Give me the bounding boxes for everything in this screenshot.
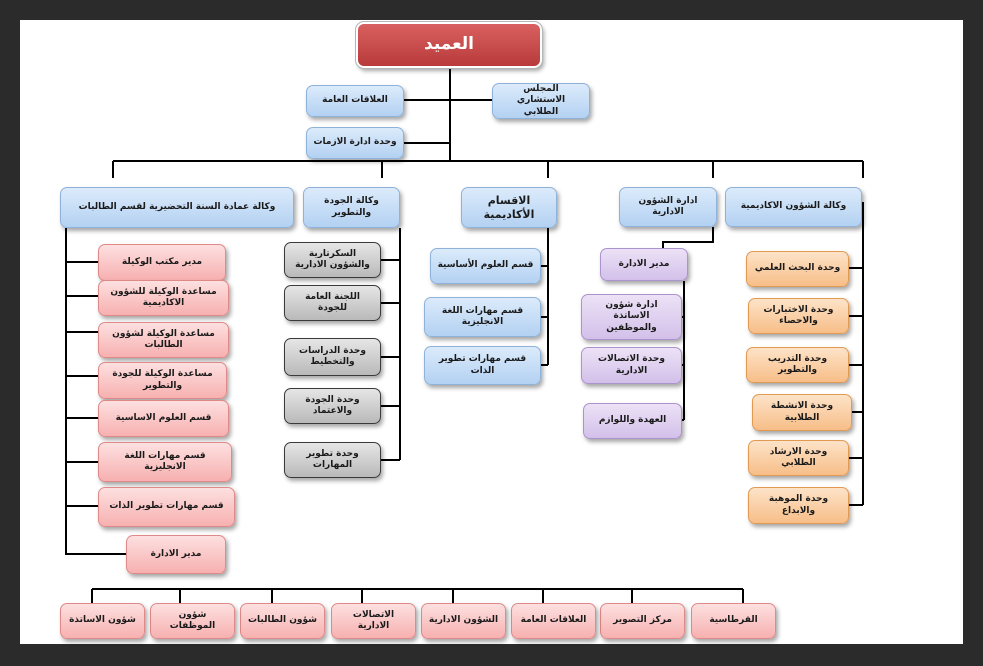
department-box: قسم العلوم الأساسية <box>430 248 541 284</box>
admin-affairs-box: ادارة الشؤون الادارية <box>619 187 717 227</box>
prep-unit-box: مدير مكتب الوكيلة <box>98 244 226 281</box>
admin-manager-box: مدير الادارة <box>600 248 688 281</box>
academic-unit-box: وحدة الانشطة الطلابية <box>752 394 852 431</box>
prep-unit-box: قسم مهارات تطوير الذات <box>98 487 235 527</box>
quality-unit-box: السكرتارية والشؤون الادارية <box>284 242 381 278</box>
admin-unit-box: وحدة الاتصالات الادارية <box>581 347 682 384</box>
bottom-unit-box: القرطاسية <box>691 603 776 639</box>
academic-affairs-agency-box: وكالة الشؤون الاكاديمية <box>725 187 862 227</box>
bottom-unit-box: العلاقات العامة <box>511 603 596 639</box>
quality-agency-box: وكالة الجودة والتطوير <box>303 187 400 228</box>
prep-unit-box: مساعدة الوكيلة للشؤون الاكاديمية <box>98 280 229 316</box>
academic-unit-box: وحدة البحث العلمي <box>746 251 849 287</box>
prep-unit-box: قسم مهارات اللغة الانجليزية <box>98 442 232 482</box>
prep-manager-box: مدير الادارة <box>126 535 226 574</box>
department-box: قسم مهارات تطوير الذات <box>424 346 541 385</box>
academic-unit-box: وحدة الموهبة والابداع <box>748 487 849 524</box>
prep-unit-box: مساعدة الوكيلة للجودة والتطوير <box>98 362 227 399</box>
quality-unit-box: اللجنة العامة للجودة <box>284 285 381 321</box>
bottom-unit-box: مركز التصوير <box>600 603 685 639</box>
quality-unit-box: وحدة الدراسات والتخطيط <box>284 338 381 376</box>
academic-unit-box: وحدة الارشاد الطلابي <box>748 440 849 476</box>
prep-unit-box: قسم العلوم الاساسية <box>98 400 229 437</box>
bottom-unit-box: الشؤون الادارية <box>421 603 506 639</box>
public-relations-box: العلاقات العامة <box>306 85 404 117</box>
crisis-management-box: وحدة ادارة الازمات <box>306 127 404 159</box>
academic-departments-box: الاقسام الأكاديمية <box>461 187 557 228</box>
org-chart: العميد العلاقات العامة وحدة ادارة الازما… <box>20 20 963 644</box>
admin-unit-box: العهدة واللوازم <box>583 403 682 439</box>
student-advisory-box: المجلس الاستشاري الطلابي <box>492 83 590 119</box>
prep-unit-box: مساعدة الوكيلة لشؤون الطالبات <box>98 322 229 358</box>
quality-unit-box: وحدة الجودة والاعتماد <box>284 388 381 424</box>
bottom-unit-box: شؤون الموظفات <box>150 603 235 639</box>
bottom-unit-box: شؤون الاساتذة <box>60 603 145 639</box>
bottom-unit-box: شؤون الطالبات <box>240 603 325 639</box>
academic-unit-box: وحدة الاختبارات والاحصاء <box>748 298 849 334</box>
bottom-unit-box: الاتصالات الادارية <box>331 603 416 639</box>
dean-box: العميد <box>355 21 543 69</box>
connector-lines <box>65 68 864 603</box>
admin-unit-box: ادارة شؤون الاساتذة والموظفين <box>581 294 682 340</box>
quality-unit-box: وحدة تطوير المهارات <box>284 442 381 478</box>
academic-unit-box: وحدة التدريب والتطوير <box>746 347 849 383</box>
prep-year-agency-box: وكالة عمادة السنة التحضيرية لقسم الطالبا… <box>60 187 294 228</box>
department-box: قسم مهارات اللغة الانجليزية <box>424 297 541 337</box>
